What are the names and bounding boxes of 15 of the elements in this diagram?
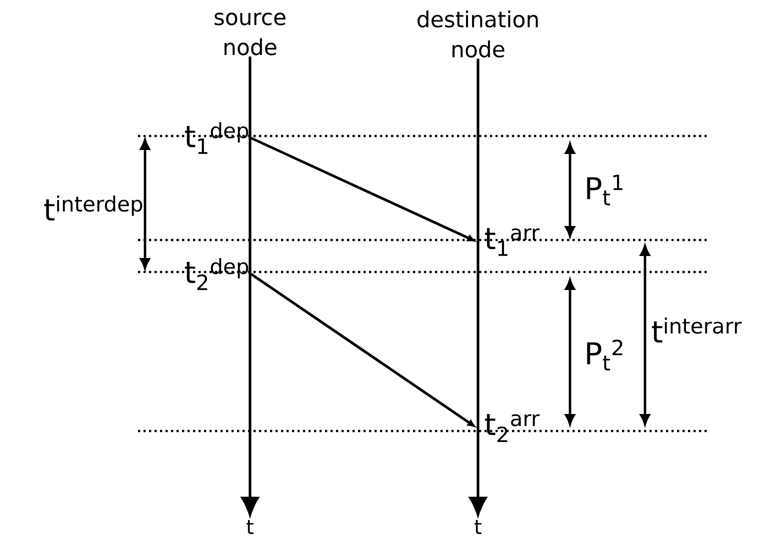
arrow: [250, 136, 474, 242]
dimension-label: P$_{t}$1: [587, 174, 622, 206]
arrow: [250, 272, 475, 427]
time-label: t$_{2}$arr: [485, 414, 540, 442]
axis-label: t: [246, 520, 254, 534]
timeline-heading: source node: [214, 12, 286, 56]
dimension-label: t$^{interarr}$: [652, 318, 742, 342]
timeline-heading: destination node: [418, 10, 538, 58]
dimension-label: t$^{interdep}$: [44, 196, 142, 220]
time-label: t$_{1}$dep: [184, 122, 248, 154]
arrow: [241, 56, 259, 516]
time-label: t$_{1}$arr: [485, 228, 540, 256]
dimension-label: P$_{t}$2: [587, 340, 622, 370]
axis-label: t: [474, 520, 482, 534]
arrow: [469, 58, 487, 516]
